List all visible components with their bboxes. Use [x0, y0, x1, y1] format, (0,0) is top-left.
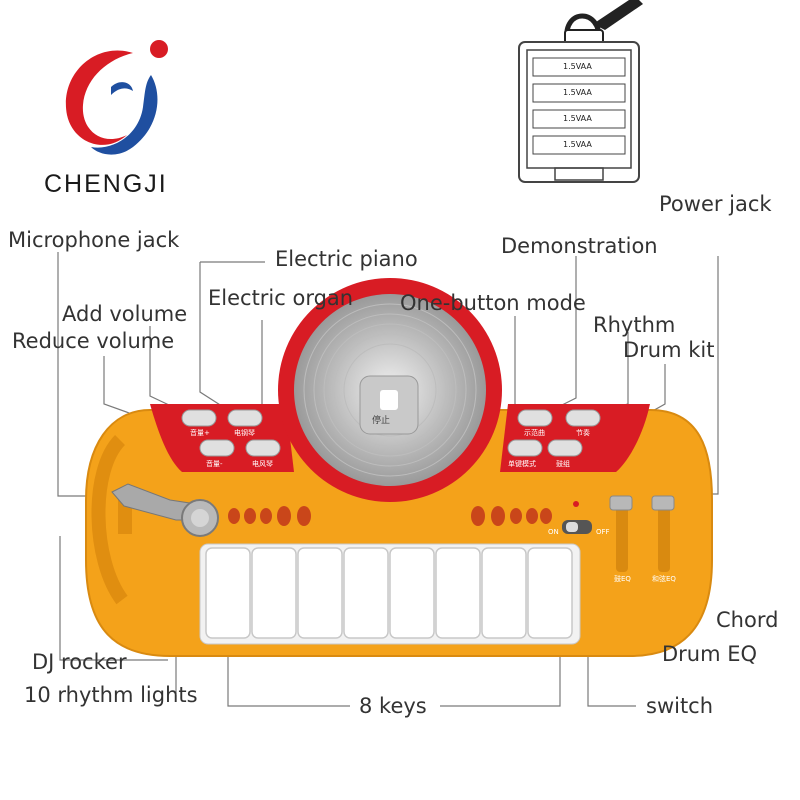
on-label: ON — [548, 528, 559, 536]
piano-label: 电钢琴 — [234, 429, 255, 437]
label-reduce-volume: Reduce volume — [12, 329, 175, 353]
demo-label: 示范曲 — [524, 429, 545, 437]
off-label: OFF — [596, 528, 610, 536]
label-rhythm: Rhythm — [593, 313, 676, 337]
organ-label: 电风琴 — [252, 460, 273, 468]
one-key-label: 单键模式 — [508, 460, 536, 468]
label-electric-piano: Electric piano — [275, 247, 418, 271]
label-drum-eq: Drum EQ — [662, 642, 758, 666]
label-one-button-mode: One-button mode — [400, 291, 586, 315]
stop-button-label: 停止 — [372, 416, 391, 426]
label-power-jack: Power jack — [659, 192, 772, 216]
label-add-volume: Add volume — [62, 302, 188, 326]
label-dj-rocker: DJ rocker — [32, 650, 127, 674]
label-demonstration: Demonstration — [501, 234, 658, 258]
chengji-logo-icon — [65, 40, 168, 155]
drum-toy-label: 鼓组 — [556, 460, 570, 468]
label-drum-kit: Drum kit — [623, 338, 715, 362]
battery-compartment — [518, 0, 643, 183]
chord-eq-toy-label: 和弦EQ — [652, 575, 676, 583]
vol-down-label: 音量- — [206, 460, 223, 468]
drum-eq-toy-label: 鼓EQ — [614, 575, 631, 583]
brand-name: CHENGJI — [44, 170, 168, 198]
battery-cell-label: 1.5VAA — [563, 62, 592, 71]
label-chord: Chord — [716, 608, 779, 632]
label-microphone-jack: Microphone jack — [8, 228, 180, 252]
label-rhythm-lights: 10 rhythm lights — [24, 683, 198, 707]
battery-cell-label: 1.5VAA — [563, 88, 592, 97]
battery-cells — [532, 57, 626, 155]
battery-cell-label: 1.5VAA — [563, 114, 592, 123]
vol-up-label: 音量+ — [190, 429, 210, 437]
rhythm-toy-label: 节奏 — [576, 429, 590, 437]
label-keys: 8 keys — [359, 694, 427, 718]
label-electric-organ: Electric organ — [208, 286, 354, 310]
battery-cell-label: 1.5VAA — [563, 140, 592, 149]
label-switch: switch — [646, 694, 714, 718]
